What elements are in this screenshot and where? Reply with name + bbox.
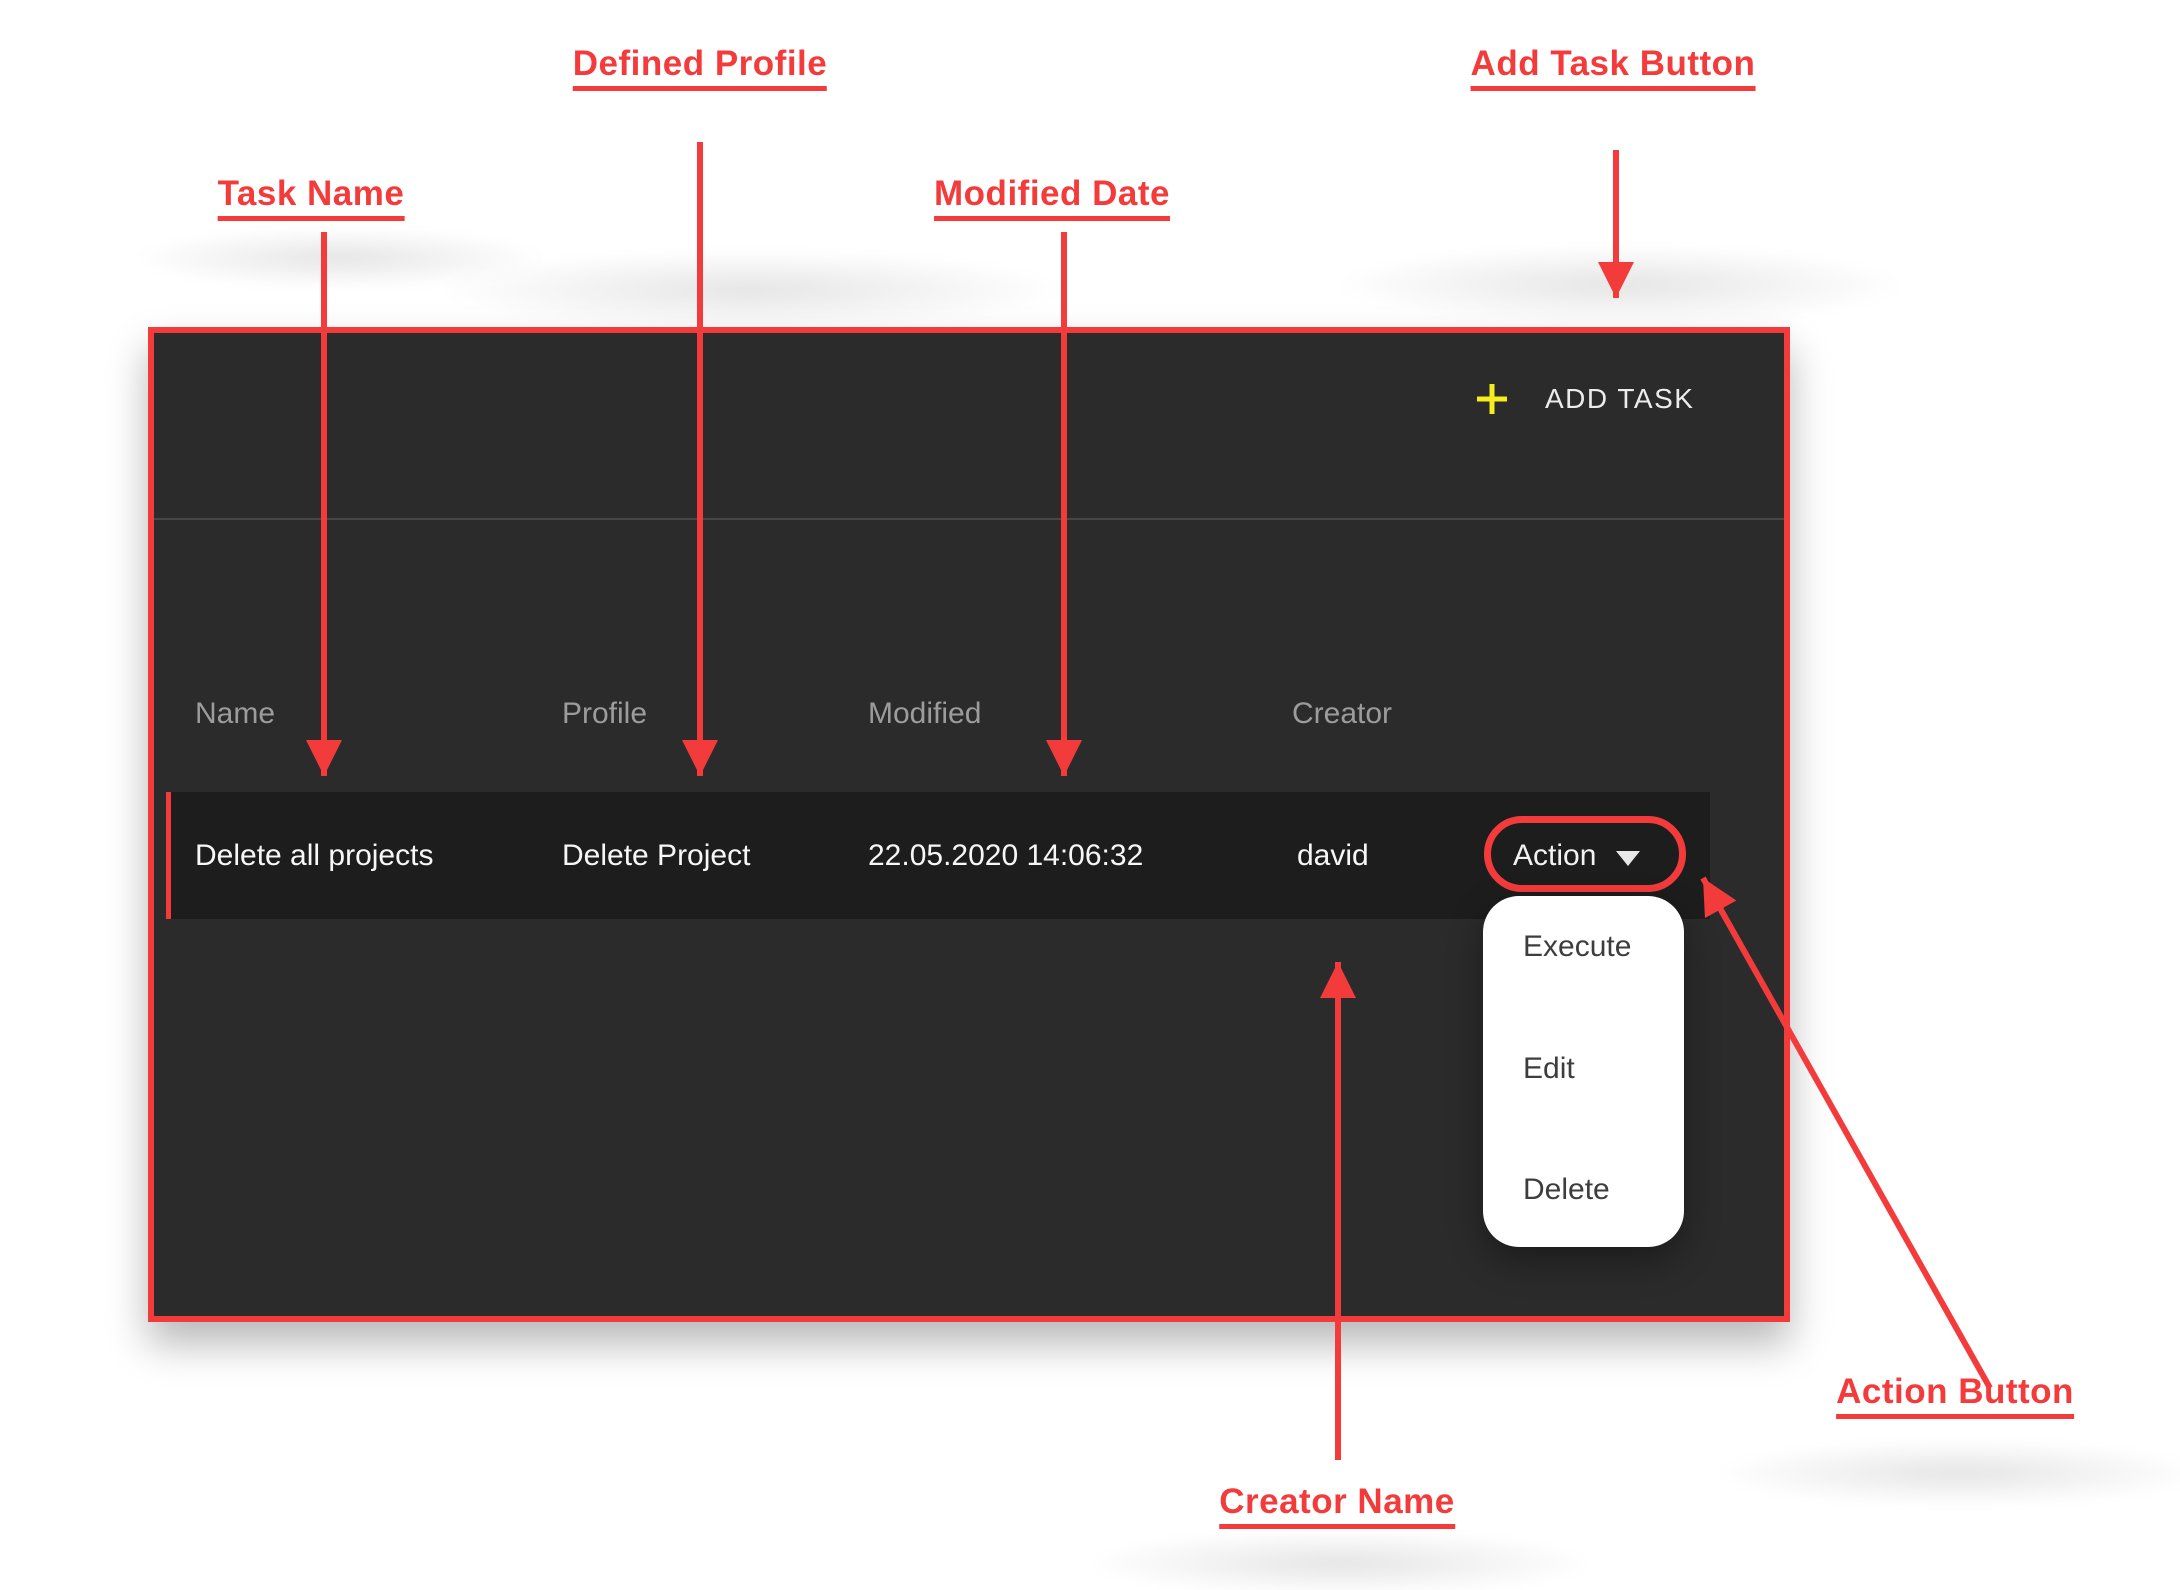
shadow-smudge [430,250,1070,330]
annotation-add-task-button: Add Task Button [1470,44,1756,91]
action-dropdown-menu: Execute Edit Delete [1483,896,1684,1247]
menu-item-delete[interactable]: Delete [1523,1173,1610,1206]
action-button-label: Action [1513,839,1597,872]
annotation-action-button: Action Button [1836,1372,2074,1419]
task-name-cell: Delete all projects [195,839,434,872]
annotation-task-name: Task Name [217,174,405,221]
shadow-smudge [1080,1530,1600,1590]
task-profile-cell: Delete Project [562,839,751,872]
column-header-creator: Creator [1292,697,1393,730]
table-row[interactable] [166,792,1710,919]
shadow-smudge [1330,245,1910,325]
add-task-button[interactable]: ADD TASK [1473,376,1694,422]
menu-item-execute[interactable]: Execute [1523,930,1632,963]
column-header-profile: Profile [562,697,648,730]
column-header-modified: Modified [868,697,982,730]
annotation-creator-name: Creator Name [1219,1482,1455,1529]
task-modified-cell: 22.05.2020 14:06:32 [868,839,1144,872]
annotation-modified-date: Modified Date [934,174,1170,221]
chevron-down-icon [1616,850,1641,866]
annotation-defined-profile: Defined Profile [572,44,828,91]
add-task-label: ADD TASK [1545,383,1695,414]
shadow-smudge [130,228,550,288]
plus-icon [1473,380,1511,418]
column-header-name: Name [195,697,276,730]
shadow-smudge [1710,1440,2180,1506]
menu-item-edit[interactable]: Edit [1523,1051,1575,1085]
action-dropdown-button[interactable]: Action [1513,839,1641,873]
toolbar-divider [154,518,1784,520]
task-creator-cell: david [1297,839,1369,872]
